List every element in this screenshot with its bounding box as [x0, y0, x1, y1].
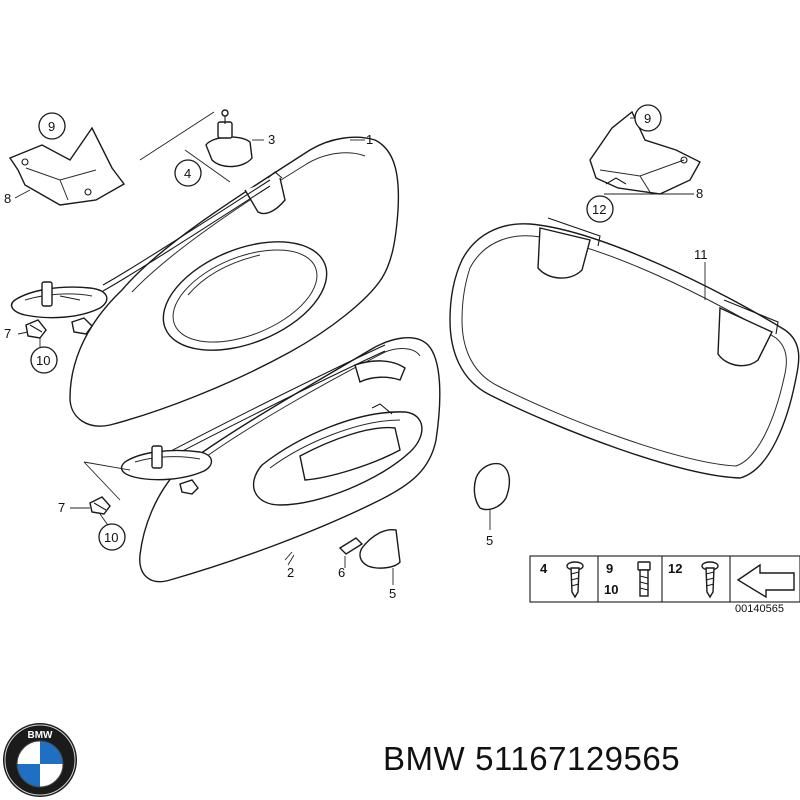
mounting-bracket-left — [8, 126, 126, 206]
diagram-reference-number: 00140565 — [735, 603, 784, 615]
fastener-legend: 4 9 10 12 00140565 — [529, 555, 800, 615]
callout-5b: 5 — [389, 586, 396, 601]
swivel-mount-part-3 — [205, 109, 253, 168]
callout-12-circle — [586, 195, 614, 223]
callout-4-circle — [174, 159, 202, 187]
callout-9-circle — [38, 112, 66, 140]
legend-num-9: 9 — [606, 561, 613, 576]
cap-part-5-lower — [359, 528, 401, 569]
screw-small-upper — [71, 317, 93, 335]
hinge-bracket-lower — [120, 445, 213, 495]
callout-6: 6 — [338, 565, 345, 580]
callout-10a: 10 — [36, 353, 50, 368]
callout-1: 1 — [366, 132, 373, 147]
callout-7b: 7 — [58, 500, 65, 515]
callout-9a: 9 — [48, 119, 55, 134]
legend-num-12: 12 — [668, 561, 682, 576]
bmw-logo-text: BMW — [28, 730, 54, 741]
callout-7a: 7 — [4, 326, 11, 341]
arrow-icon — [736, 563, 795, 599]
callout-5a: 5 — [486, 533, 493, 548]
callout-11: 11 — [694, 247, 708, 262]
callouts: 1 3 9 4 8 7 10 7 10 2 6 5 5 9 8 12 11 — [4, 104, 708, 601]
legend-num-10: 10 — [604, 582, 618, 597]
mounting-bracket-right — [589, 110, 701, 195]
cap-part-5-right — [473, 462, 511, 511]
callout-2: 2 — [287, 565, 294, 580]
clip-7-lower — [89, 496, 111, 515]
pin-part-6 — [338, 537, 364, 555]
screw-12-icon — [701, 561, 719, 599]
clip-7-upper — [25, 319, 47, 339]
callout-9b: 9 — [644, 111, 651, 126]
legend-frame — [529, 555, 800, 603]
callout-9b-circle — [634, 104, 662, 132]
callout-8b: 8 — [696, 186, 703, 201]
callout-8a: 8 — [4, 191, 11, 206]
sun-visor-right — [449, 217, 800, 479]
hinge-bracket-upper — [10, 281, 108, 319]
callout-10b: 10 — [104, 530, 118, 545]
callout-3: 3 — [268, 132, 275, 147]
sun-visor-left-upper — [69, 136, 400, 427]
sun-visor-left-lower — [139, 337, 441, 583]
legend-num-4: 4 — [540, 561, 548, 576]
callout-4: 4 — [184, 166, 191, 181]
callout-12: 12 — [592, 202, 606, 217]
bolt-9-10-icon — [637, 561, 651, 597]
brand-name: BMW — [383, 740, 466, 777]
screw-4-icon — [566, 561, 584, 599]
callout-10b-circle — [98, 523, 126, 551]
bmw-logo: BMW — [3, 723, 77, 797]
leader-lines — [14, 111, 706, 585]
callout-10a-circle — [30, 346, 58, 374]
part-number: 51167129565 — [475, 740, 681, 777]
